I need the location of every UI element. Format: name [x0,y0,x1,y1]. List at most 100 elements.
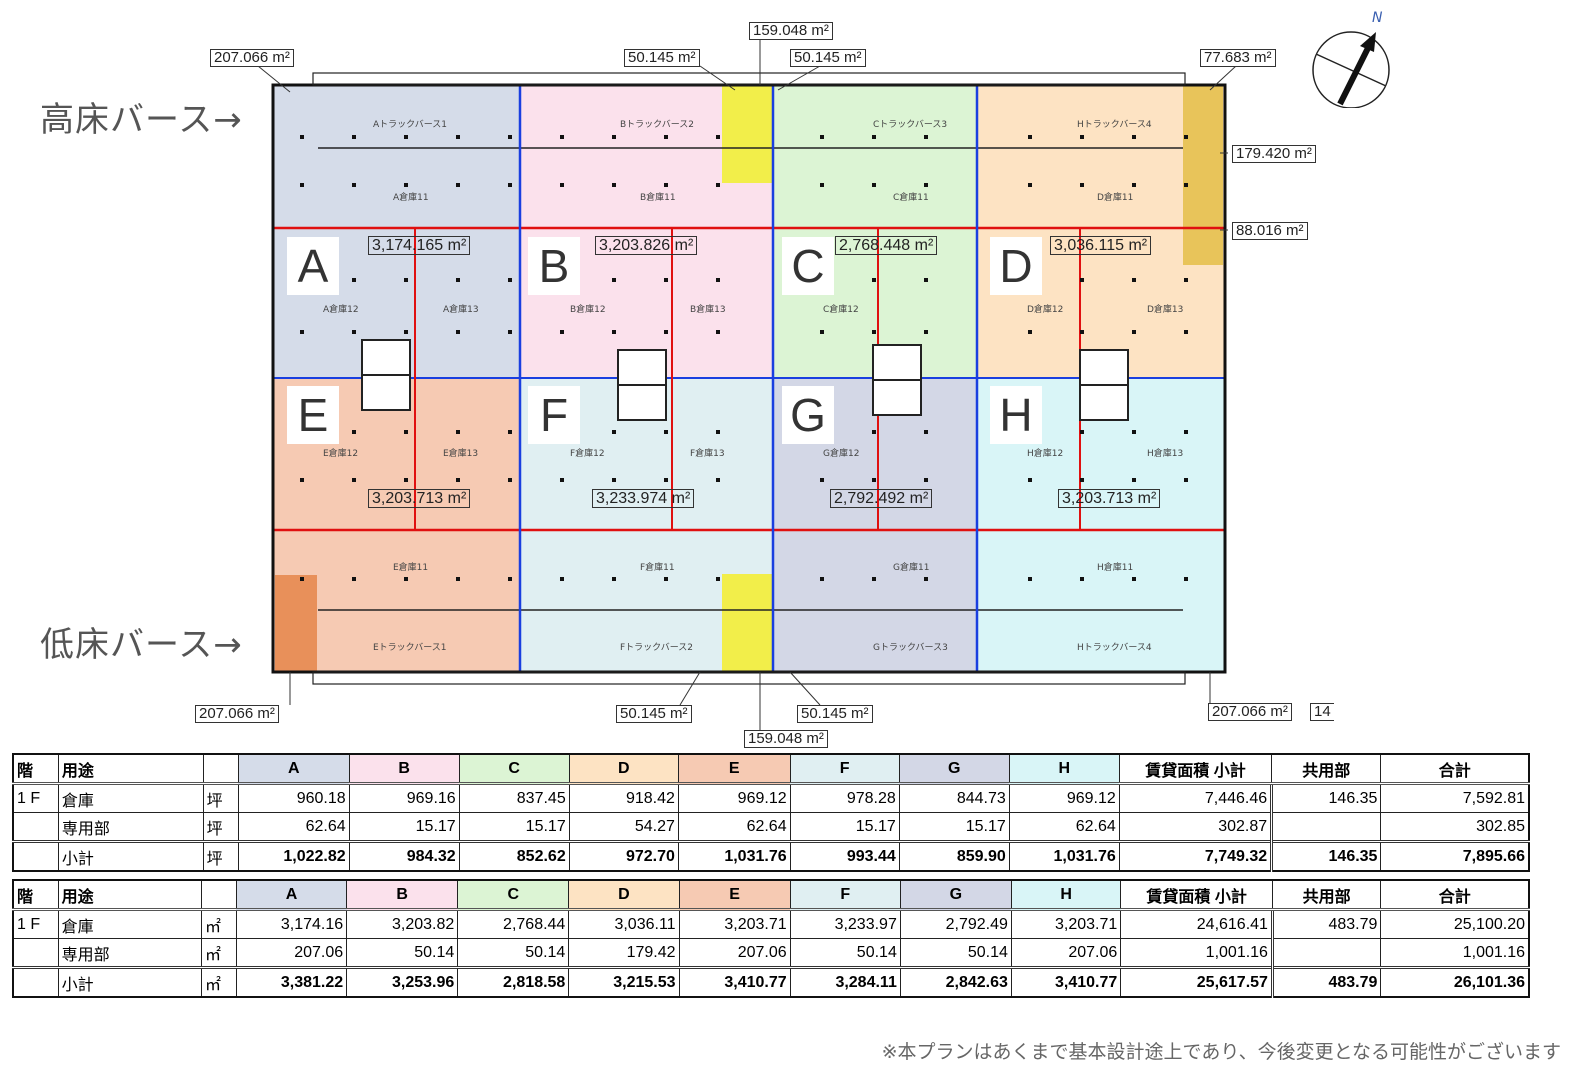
dim-bottom-right: 207.066 m² [1208,703,1292,721]
berth-label: Cトラックバース3 [873,120,948,130]
column-mark [352,478,356,482]
column-mark [924,183,928,187]
column-mark [300,183,304,187]
header-cell: 賃貸面積 小計 [1120,879,1273,911]
zone-letter-A: A [287,237,339,295]
table-cell: 7,895.66 [1380,840,1530,872]
column-mark [1028,135,1032,139]
column-mark [456,135,460,139]
column-mark [508,430,512,434]
table-cell: 専用部 [57,938,202,968]
column-mark [1184,478,1188,482]
column-mark [1028,183,1032,187]
table-cell: 3,253.96 [346,966,459,998]
column-mark [508,330,512,334]
table-cell: 3,203.71 [678,909,791,939]
column-mark [664,278,668,282]
table-cell: 坪 [202,840,239,872]
column-mark [664,135,668,139]
column-mark [1184,183,1188,187]
table-cell: 3,203.71 [1010,909,1122,939]
table-cell [12,938,59,968]
leader-line [1209,65,1237,91]
room-label: C倉庫12 [823,305,859,315]
column-mark [300,478,304,482]
header-cell: H [1010,879,1122,911]
table-cell: 852.62 [458,840,570,872]
header-cell: 階 [12,879,59,911]
column-mark [820,135,824,139]
column-mark [612,135,616,139]
room-label: F倉庫12 [570,449,605,459]
table-cell: 50.14 [346,938,459,968]
table-cell: 179.42 [568,938,680,968]
table-cell [12,840,59,872]
room-label: F倉庫13 [690,449,725,459]
column-mark [404,478,408,482]
column-mark [456,577,460,581]
column-mark [612,430,616,434]
column-mark [924,330,928,334]
table-cell: 24,616.41 [1120,909,1274,939]
table-cell: 972.70 [568,840,679,872]
table-cell: 62.64 [237,812,350,842]
column-mark [716,330,720,334]
column-mark [560,135,564,139]
column-mark [456,430,460,434]
header-cell: 階 [12,753,59,785]
header-cell: 用途 [57,879,202,911]
header-cell [202,753,239,785]
column-mark [1080,478,1084,482]
table-cell: 小計 [57,840,204,872]
column-mark [716,430,720,434]
berth-label: Gトラックバース3 [873,643,948,653]
table-cell: 1,022.82 [237,840,350,872]
column-mark [1080,430,1084,434]
table-cell: 1 F [12,783,59,813]
header-cell: H [1008,753,1120,785]
table-cell: 2,768.44 [457,909,570,939]
table-cell: 483.79 [1271,966,1382,998]
header-cell: C [457,879,570,911]
column-mark [404,135,408,139]
canopy-bottom [312,671,1186,685]
column-mark [456,183,460,187]
table-cell: 2,842.63 [899,966,1012,998]
column-mark [1080,278,1084,282]
zone-letter-C: C [782,237,834,295]
column-mark [508,278,512,282]
column-mark [612,278,616,282]
column-mark [924,478,928,482]
room-label: D倉庫13 [1147,305,1184,315]
table-cell [12,812,59,842]
column-mark [1132,135,1136,139]
table-cell: 3,410.77 [1010,966,1122,998]
room-label: F倉庫11 [640,563,675,573]
table-cell: 844.73 [898,783,1010,813]
column-mark [1132,430,1136,434]
column-mark [716,183,720,187]
room-label: E倉庫11 [393,563,429,573]
table-cell: 3,215.53 [568,966,680,998]
berth-label: Fトラックバース2 [620,643,694,653]
dim-right-2: 88.016 m² [1232,222,1308,240]
column-mark [404,330,408,334]
column-mark [300,577,304,581]
table-cell: 15.17 [348,812,460,842]
column-mark [404,278,408,282]
zone-area-H: 3,203.713 m² [1058,489,1161,508]
column-mark [924,135,928,139]
table-cell [1271,812,1382,842]
core-top-center [722,85,774,183]
column-mark [924,430,928,434]
column-mark [1080,330,1084,334]
dim-bottom-f: 50.145 m² [616,705,692,723]
canopy-top [312,72,1186,86]
table-cell: 50.14 [789,938,901,968]
column-mark [612,478,616,482]
table-cell: 1 F [12,909,59,939]
column-mark [820,577,824,581]
zone-letter-B: B [528,237,580,295]
